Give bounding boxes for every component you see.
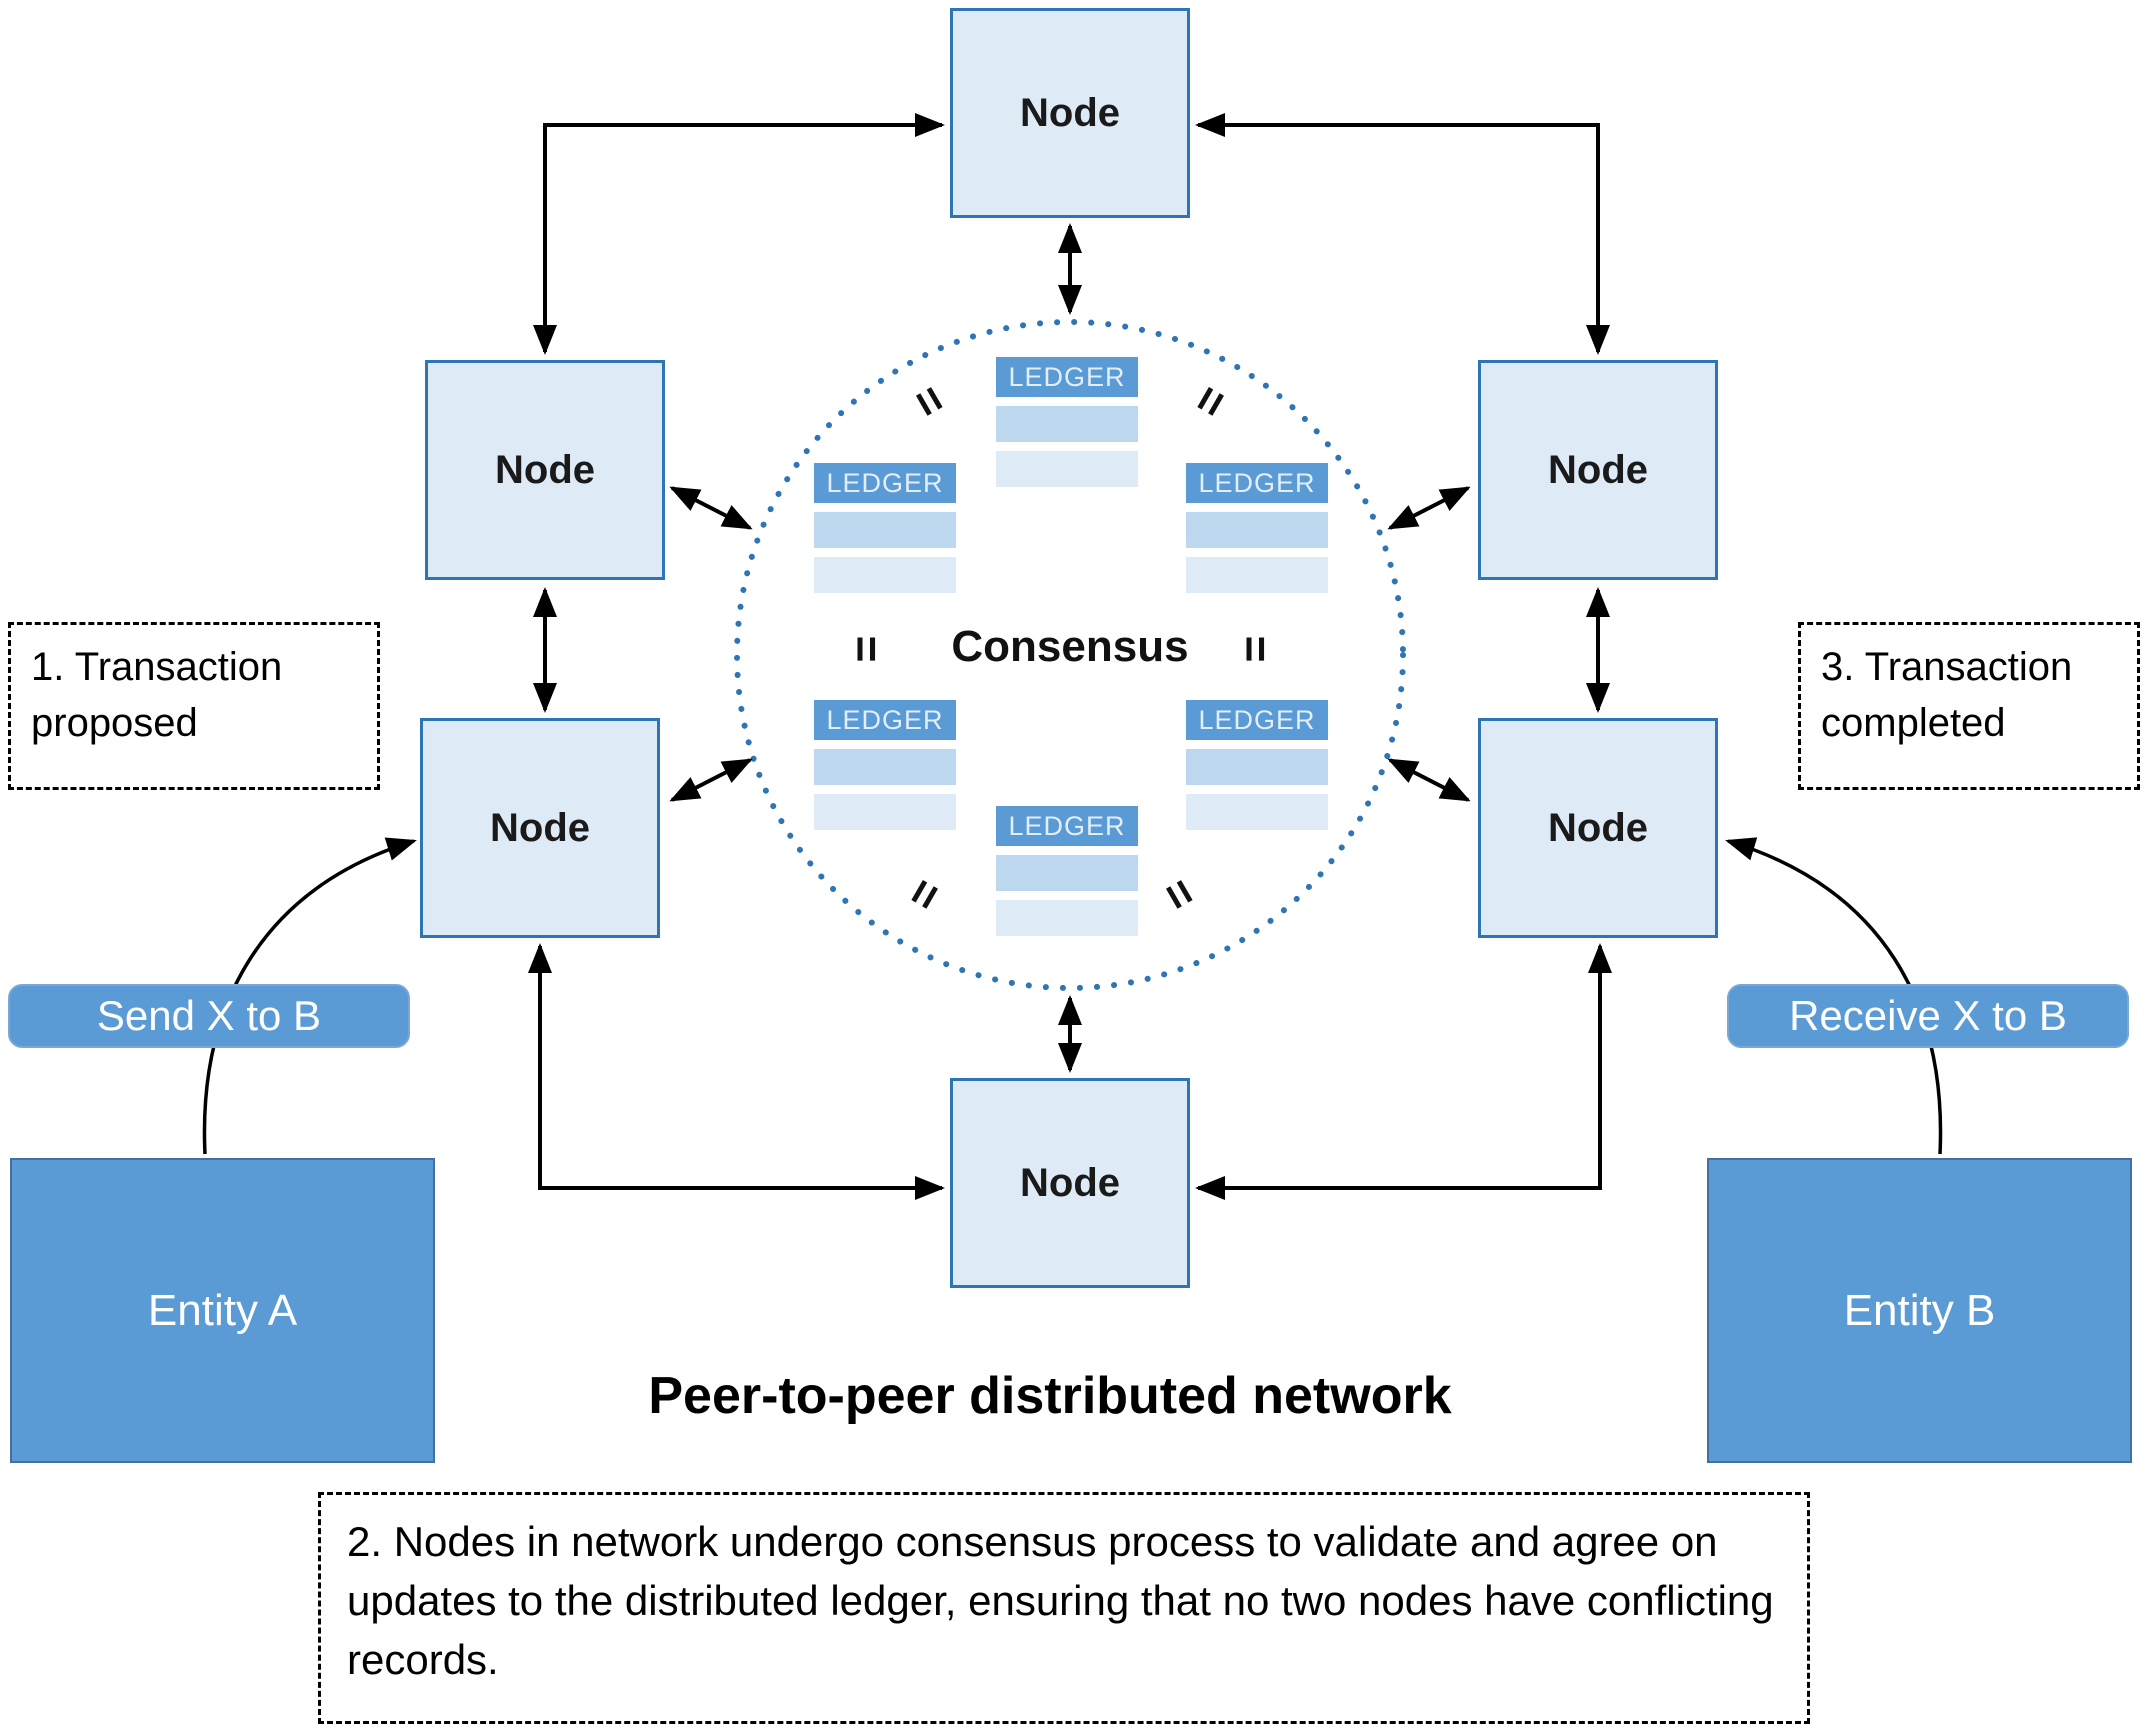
ledger-row [996,855,1138,891]
node-box-lower-right: Node [1478,718,1718,938]
ledger-row [814,512,956,548]
entity-b-box: Entity B [1707,1158,2132,1463]
arrow-upperright-topnode [1195,113,1610,355]
ledger-table-mid-left: LEDGER [814,463,956,593]
arrow-upperleft-topnode [533,113,945,355]
arrow-lowerleft-bottomnode [528,943,945,1200]
ledger-row [996,900,1138,936]
arrow-upperleft-circle [669,486,753,530]
node-label: Node [1020,1160,1120,1205]
arrow-lowerright-circle [1387,758,1471,802]
node-label: Node [490,805,590,850]
node-label: Node [1020,90,1120,135]
ledger-row [996,406,1138,442]
callout-step-1: 1. Transaction proposed [8,622,380,790]
send-label-pill: Send X to B [8,984,410,1048]
callout-step-2-text: 2. Nodes in network undergo consensus pr… [347,1518,1774,1683]
equals-icon: = [1150,869,1210,919]
ledger-table-mid-right: LEDGER [1186,463,1328,593]
ledger-header: LEDGER [814,463,956,503]
ledger-row [1186,794,1328,830]
receive-label-text: Receive X to B [1789,992,2067,1039]
equals-icon: = [900,376,960,426]
ledger-row [996,451,1138,487]
entity-a-label: Entity A [147,1285,298,1335]
node-label: Node [495,447,595,492]
node-box-upper-left: Node [425,360,665,580]
equals-icon: = [1180,376,1240,426]
ledger-row [814,794,956,830]
arrow-upperright-circle [1387,486,1471,530]
node-box-upper-right: Node [1478,360,1718,580]
callout-step-3-text: 3. Transaction completed [1821,645,2073,745]
ledger-header: LEDGER [996,357,1138,397]
ledger-table-top: LEDGER [996,357,1138,487]
entity-b-label: Entity B [1843,1285,1996,1335]
arrow-lowerleft-circle [669,758,753,802]
ledger-header: LEDGER [1186,463,1328,503]
ledger-row [814,557,956,593]
ledger-row [1186,749,1328,785]
ledger-header: LEDGER [1186,700,1328,740]
node-label: Node [1548,805,1648,850]
ledger-row [1186,512,1328,548]
callout-step-2: 2. Nodes in network undergo consensus pr… [318,1492,1810,1724]
node-box-lower-left: Node [420,718,660,938]
ledger-header: LEDGER [814,700,956,740]
equals-icon: = [894,869,954,919]
entity-a-box: Entity A [10,1158,435,1463]
diagram-title: Peer-to-peer distributed network [648,1367,1452,1425]
equals-icon: = [841,635,893,663]
node-box-top: Node [950,8,1190,218]
ledger-table-low-right: LEDGER [1186,700,1328,830]
ledger-table-low-left: LEDGER [814,700,956,830]
ledger-table-bottom: LEDGER [996,806,1138,936]
callout-step-1-text: 1. Transaction proposed [31,645,283,745]
ledger-row [814,749,956,785]
ledger-row [1186,557,1328,593]
consensus-label: Consensus [951,622,1189,671]
ledger-header: LEDGER [996,806,1138,846]
equals-icon: = [1230,635,1282,663]
node-label: Node [1548,447,1648,492]
callout-step-3: 3. Transaction completed [1798,622,2140,790]
receive-label-pill: Receive X to B [1727,984,2129,1048]
send-label-text: Send X to B [96,992,322,1039]
node-box-bottom: Node [950,1078,1190,1288]
arrow-lowerright-bottomnode [1195,943,1612,1200]
